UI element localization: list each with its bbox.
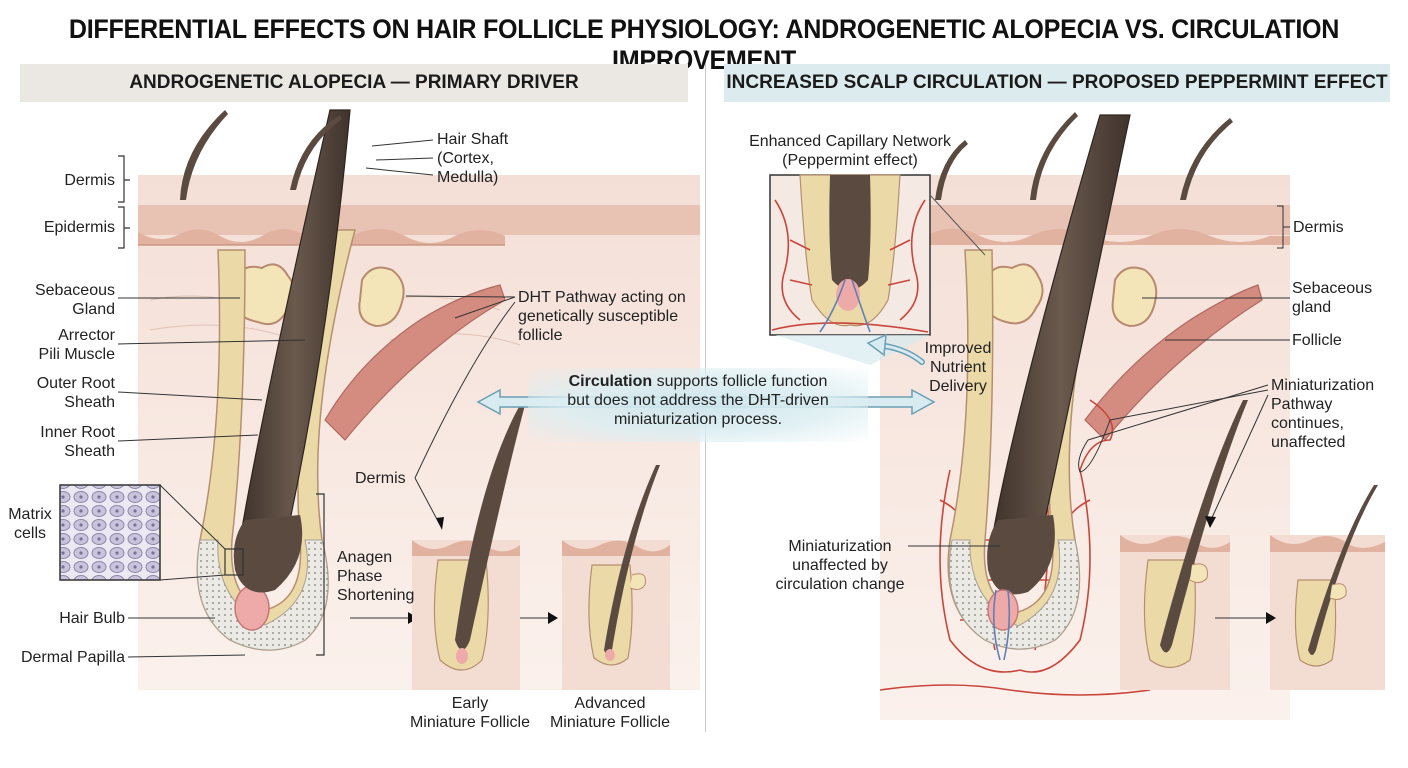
left-leader-lines xyxy=(117,139,548,658)
early-miniature-follicle xyxy=(412,405,525,690)
label-arrector-pili: Arrector Pili Muscle xyxy=(38,327,115,363)
label-dht-pathway: DHT Pathway acting on genetically suscep… xyxy=(518,289,686,344)
label-matrix-cells: Matrix cells xyxy=(8,506,52,542)
matrix-cells-inset xyxy=(59,484,161,581)
advanced-miniature-follicle xyxy=(562,465,670,690)
left-sebaceous-gland xyxy=(231,263,405,328)
right-sebaceous-gland xyxy=(983,263,1044,325)
left-dermal-papilla xyxy=(234,585,270,631)
label-right-dermis: Dermis xyxy=(1293,219,1344,236)
label-early-miniature-follicle: Early Miniature Follicle xyxy=(409,695,531,731)
label-dermal-papilla: Dermal Papilla xyxy=(20,649,125,666)
right-leader-lines xyxy=(908,205,1290,619)
callout-bold: Circulation xyxy=(568,373,653,390)
left-panel-heading: ANDROGENETIC ALOPECIA — PRIMARY DRIVER xyxy=(20,64,688,102)
label-improved-nutrient: Improved Nutrient Delivery xyxy=(924,340,992,395)
label-miniaturization-pathway: Miniaturization Pathway continues, unaff… xyxy=(1271,377,1375,451)
capillary-inset xyxy=(769,174,931,336)
label-sebaceous-gland: Sebaceous Gland xyxy=(34,282,115,318)
label-enhanced-capillary: Enhanced Capillary Network (Peppermint e… xyxy=(749,133,951,169)
left-arrector-pili-muscle xyxy=(324,284,506,441)
label-outer-root-sheath: Outer Root Sheath xyxy=(36,375,115,411)
callout-line-2: but does not address the DHT-driven xyxy=(567,392,829,409)
label-hair-bulb: Hair Bulb xyxy=(59,610,125,627)
label-right-follicle: Follicle xyxy=(1292,332,1342,349)
label-dermis: Dermis xyxy=(64,172,115,189)
label-advanced-miniature-follicle: Advanced Miniature Follicle xyxy=(549,695,671,731)
label-miniaturization-unaffected: Miniaturization unaffected by circulatio… xyxy=(775,538,905,593)
circulation-callout: Circulation supports follicle function b… xyxy=(528,368,868,442)
right-miniature-follicle xyxy=(1120,400,1248,690)
label-inner-root-sheath: Inner Root Sheath xyxy=(40,424,115,460)
callout-line-3: miniaturization process. xyxy=(613,411,783,428)
callout-line-1: Circulation supports follicle function xyxy=(528,372,868,391)
right-panel-heading: INCREASED SCALP CIRCULATION — PROPOSED P… xyxy=(724,64,1390,102)
label-right-sebaceous: Sebaceous gland xyxy=(1292,280,1373,316)
label-anagen-phase: Anagen Phase Shortening xyxy=(337,549,415,604)
label-dermis-small: Dermis xyxy=(355,470,406,487)
left-follicle xyxy=(196,109,356,651)
right-miniature-follicle-advanced xyxy=(1270,485,1385,690)
label-hair-shaft: Hair Shaft (Cortex, Medulla) xyxy=(437,131,509,186)
label-epidermis: Epidermis xyxy=(43,219,115,236)
callout-line-1-rest: supports follicle function xyxy=(652,373,828,390)
right-follicle xyxy=(947,114,1131,661)
